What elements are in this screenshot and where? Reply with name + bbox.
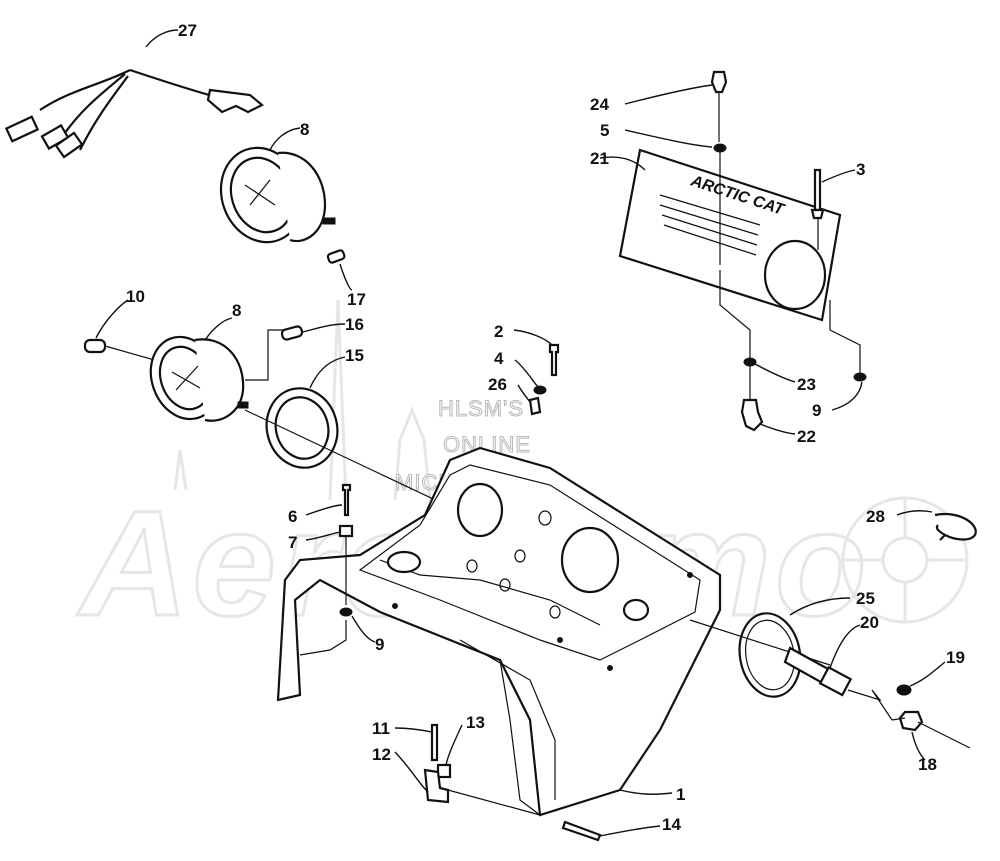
left-fasteners <box>299 483 376 656</box>
callout-9-right: 9 <box>812 401 821 420</box>
callout-22: 22 <box>797 427 816 446</box>
callout-2: 2 <box>494 322 503 341</box>
callout-3: 3 <box>856 160 865 179</box>
callout-12: 12 <box>372 745 391 764</box>
callout-5: 5 <box>600 121 609 140</box>
callout-26: 26 <box>488 375 507 394</box>
nameplate-cover: ARCTIC CAT <box>599 148 861 375</box>
screw-stack <box>513 329 560 416</box>
callout-8-lower: 8 <box>232 301 241 320</box>
right-fasteners <box>740 357 867 435</box>
callout-7: 7 <box>288 533 297 552</box>
callout-28: 28 <box>866 507 885 526</box>
callout-27: 27 <box>178 21 197 40</box>
lower-gauge <box>149 317 290 422</box>
callout-15: 15 <box>345 346 364 365</box>
screw-14 <box>561 820 661 842</box>
stud-17 <box>326 249 353 291</box>
speedo-cable-20 <box>783 624 893 721</box>
callout-1: 1 <box>676 785 685 804</box>
callout-13: 13 <box>466 713 485 732</box>
callout-16: 16 <box>345 315 364 334</box>
callout-24: 24 <box>590 95 609 114</box>
callout-14: 14 <box>662 815 681 834</box>
gauge-bezel-15 <box>244 356 521 541</box>
watermark-line2: ONLINE <box>443 432 531 457</box>
screw-3 <box>810 168 856 250</box>
callout-4: 4 <box>494 349 504 368</box>
callout-8-upper: 8 <box>300 120 309 139</box>
dash-panel <box>276 446 722 817</box>
clip-ring-28 <box>896 510 977 541</box>
callout-11: 11 <box>372 719 390 738</box>
callout-21: 21 <box>590 149 609 168</box>
callout-20: 20 <box>860 613 879 632</box>
bulb-10 <box>83 299 191 371</box>
callout-10: 10 <box>126 287 145 306</box>
wiring-harness <box>4 29 264 159</box>
upper-gauge <box>219 127 336 244</box>
bracket-group <box>394 723 541 816</box>
callout-18: 18 <box>918 755 937 774</box>
callout-25: 25 <box>856 589 875 608</box>
callout-19: 19 <box>946 648 965 667</box>
callout-23: 23 <box>797 375 816 394</box>
callout-labels: 27 8 17 10 8 16 15 2 4 26 6 7 9 11 12 13… <box>126 21 965 834</box>
watermark-line1: HLSM'S <box>438 396 524 421</box>
bolt-24 <box>624 70 728 265</box>
callout-6: 6 <box>288 507 297 526</box>
callout-17: 17 <box>347 290 366 309</box>
cable-fittings <box>891 661 971 761</box>
callout-9-left: 9 <box>375 635 384 654</box>
stud-16 <box>280 323 346 341</box>
